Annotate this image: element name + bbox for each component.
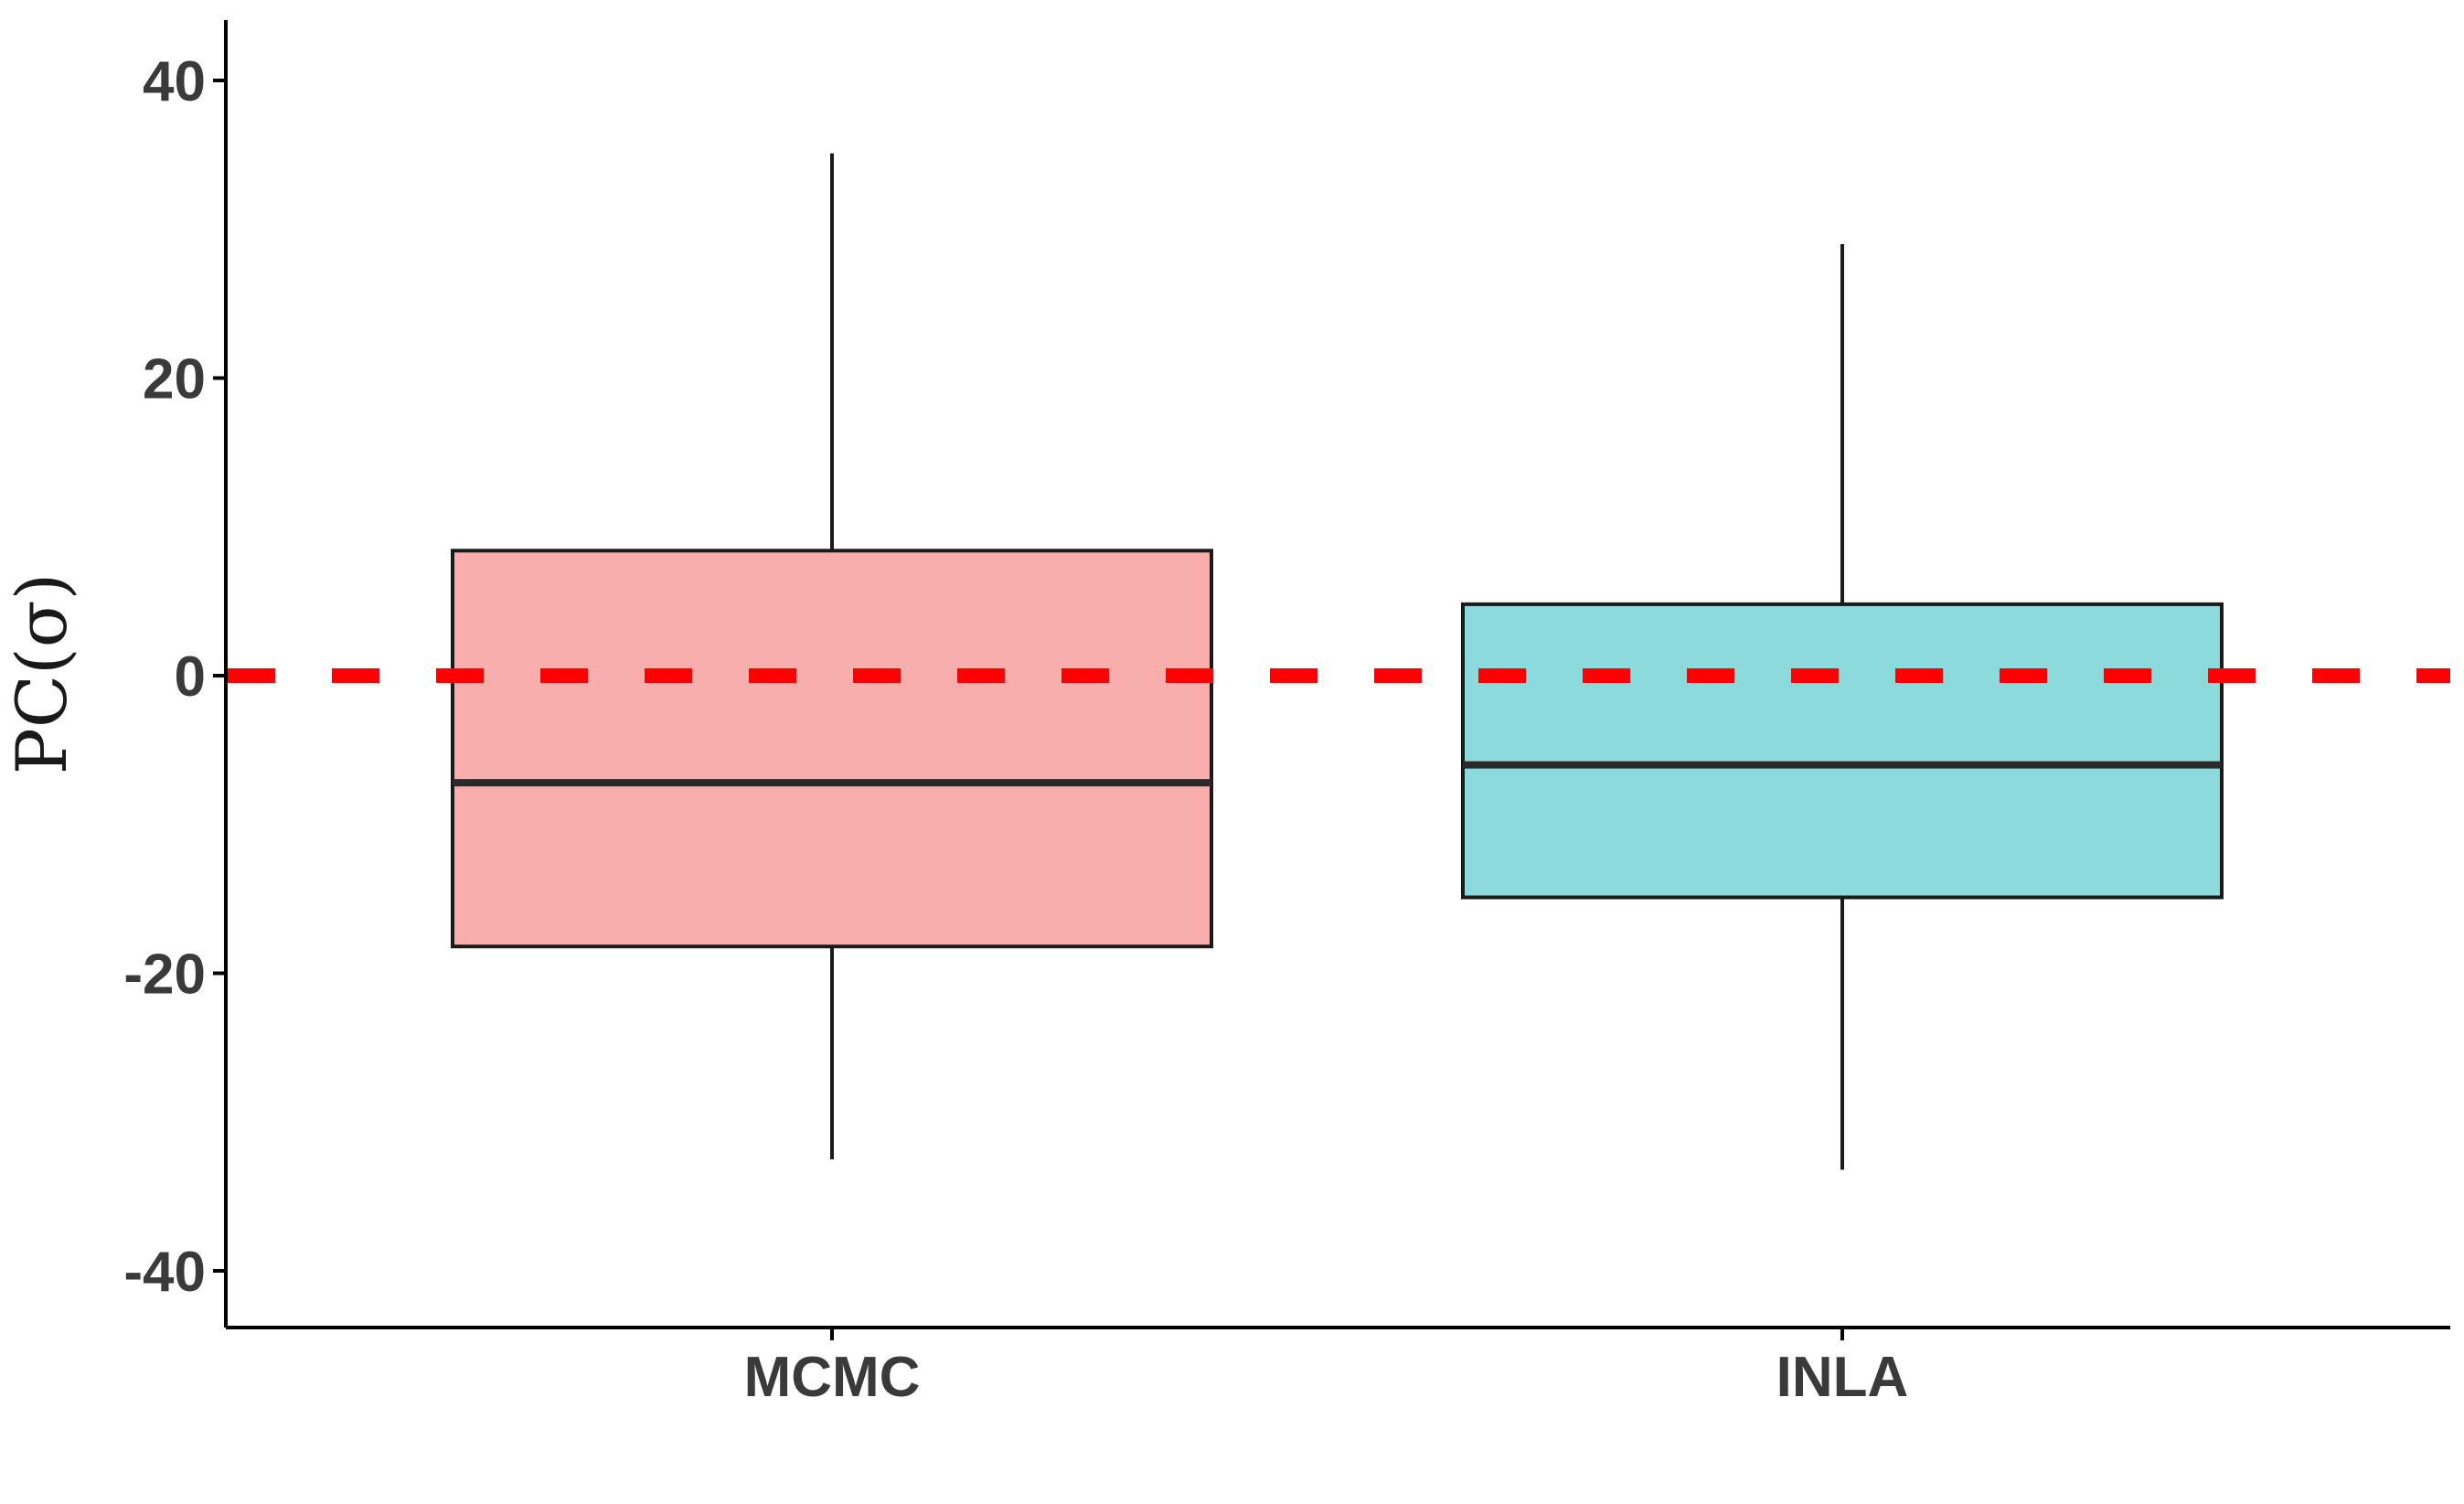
y-tick-label: 40 bbox=[143, 50, 206, 113]
boxes-layer bbox=[451, 153, 2224, 1170]
y-tick-label: -40 bbox=[123, 1241, 206, 1304]
x-tick-label-mcmc: MCMC bbox=[744, 1346, 921, 1409]
x-tick-label-inla: INLA bbox=[1776, 1346, 1909, 1409]
y-tick-label: -20 bbox=[123, 944, 206, 1007]
iqr-rect-mcmc bbox=[451, 549, 1213, 949]
iqr-rect-inla bbox=[1461, 602, 2224, 900]
x-ticks-layer: MCMC INLA bbox=[744, 1328, 1909, 1409]
y-axis-title: PC(σ) bbox=[1, 573, 82, 774]
box-inla bbox=[1461, 244, 2224, 1170]
y-tick-label: 0 bbox=[175, 645, 206, 709]
y-ticks-layer: 40 20 0 -20 -40 bbox=[123, 50, 226, 1304]
y-tick-label: 20 bbox=[143, 348, 206, 411]
box-mcmc bbox=[451, 153, 1213, 1159]
